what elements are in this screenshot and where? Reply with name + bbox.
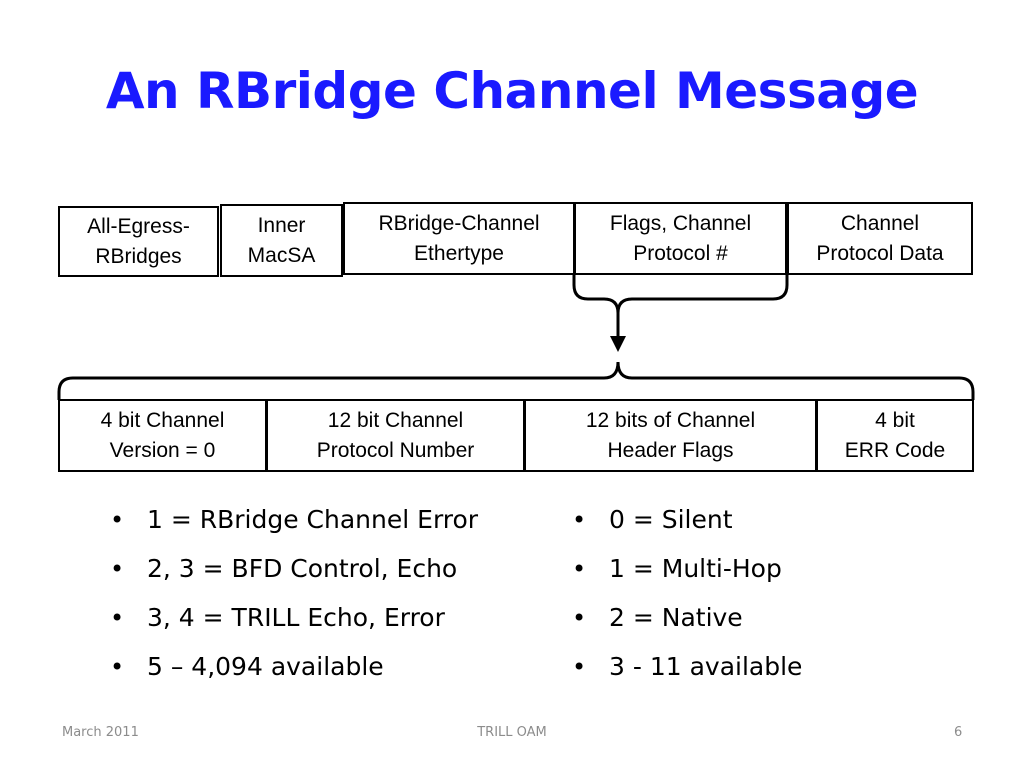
list-item: 2, 3 = BFD Control, Echo <box>110 552 478 601</box>
field-label-line2: Version = 0 <box>109 438 216 462</box>
field-inner-macsa: Inner MacSA <box>220 204 343 277</box>
footer-title: TRILL OAM <box>477 725 547 740</box>
list-item: 3, 4 = TRILL Echo, Error <box>110 601 478 650</box>
list-item: 1 = RBridge Channel Error <box>110 503 478 552</box>
field-label-line1: RBridge-Channel <box>378 212 540 235</box>
field-err-code: 4 bit ERR Code <box>816 399 974 472</box>
field-label-line2: ERR Code <box>844 439 946 462</box>
upper-brace <box>572 275 620 336</box>
field-flags-channel-protocol: Flags, Channel Protocol # <box>574 202 787 275</box>
field-label-line1: Flags, Channel <box>609 212 752 235</box>
list-item: 2 = Native <box>572 601 802 650</box>
list-item: 3 - 11 available <box>572 650 802 699</box>
page-number: 6 <box>954 725 963 740</box>
field-channel-version: 4 bit Channel Version = 0 <box>58 399 267 472</box>
field-label-line2: RBridges <box>95 244 182 268</box>
field-label-line2: MacSA <box>247 243 316 267</box>
lower-brace <box>57 361 975 400</box>
field-channel-header-flags: 12 bits of Channel Header Flags <box>524 399 817 472</box>
field-label-line1: Inner <box>257 213 306 237</box>
protocol-number-list: 1 = RBridge Channel Error 2, 3 = BFD Con… <box>110 503 478 699</box>
field-label-line1: 4 bit <box>875 409 915 432</box>
list-item: 5 – 4,094 available <box>110 650 478 699</box>
field-channel-protocol-data: Channel Protocol Data <box>787 202 973 275</box>
field-label-line1: 4 bit Channel <box>100 408 225 432</box>
list-item: 0 = Silent <box>572 503 802 552</box>
upper-brace-right <box>616 275 789 314</box>
field-label-line2: Protocol Number <box>316 438 475 462</box>
list-item: 1 = Multi-Hop <box>572 552 802 601</box>
header-flags-list: 0 = Silent 1 = Multi-Hop 2 = Native 3 - … <box>572 503 802 699</box>
field-label-line2: Ethertype <box>414 242 504 265</box>
field-label-line2: Header Flags <box>607 439 734 462</box>
field-label-line1: Channel <box>840 212 920 235</box>
footer-date: March 2011 <box>62 725 139 740</box>
field-label-line2: Protocol # <box>633 242 728 265</box>
field-channel-protocol-number: 12 bit Channel Protocol Number <box>266 399 525 472</box>
field-label-line1: 12 bits of Channel <box>585 409 756 432</box>
down-arrow-head <box>610 336 626 352</box>
field-label-line1: All-Egress- <box>87 214 190 238</box>
field-label-line1: 12 bit Channel <box>327 408 464 432</box>
field-label-line2: Protocol Data <box>816 242 944 265</box>
field-all-egress-rbridges: All-Egress- RBridges <box>58 206 219 277</box>
slide-title: An RBridge Channel Message <box>105 62 919 120</box>
